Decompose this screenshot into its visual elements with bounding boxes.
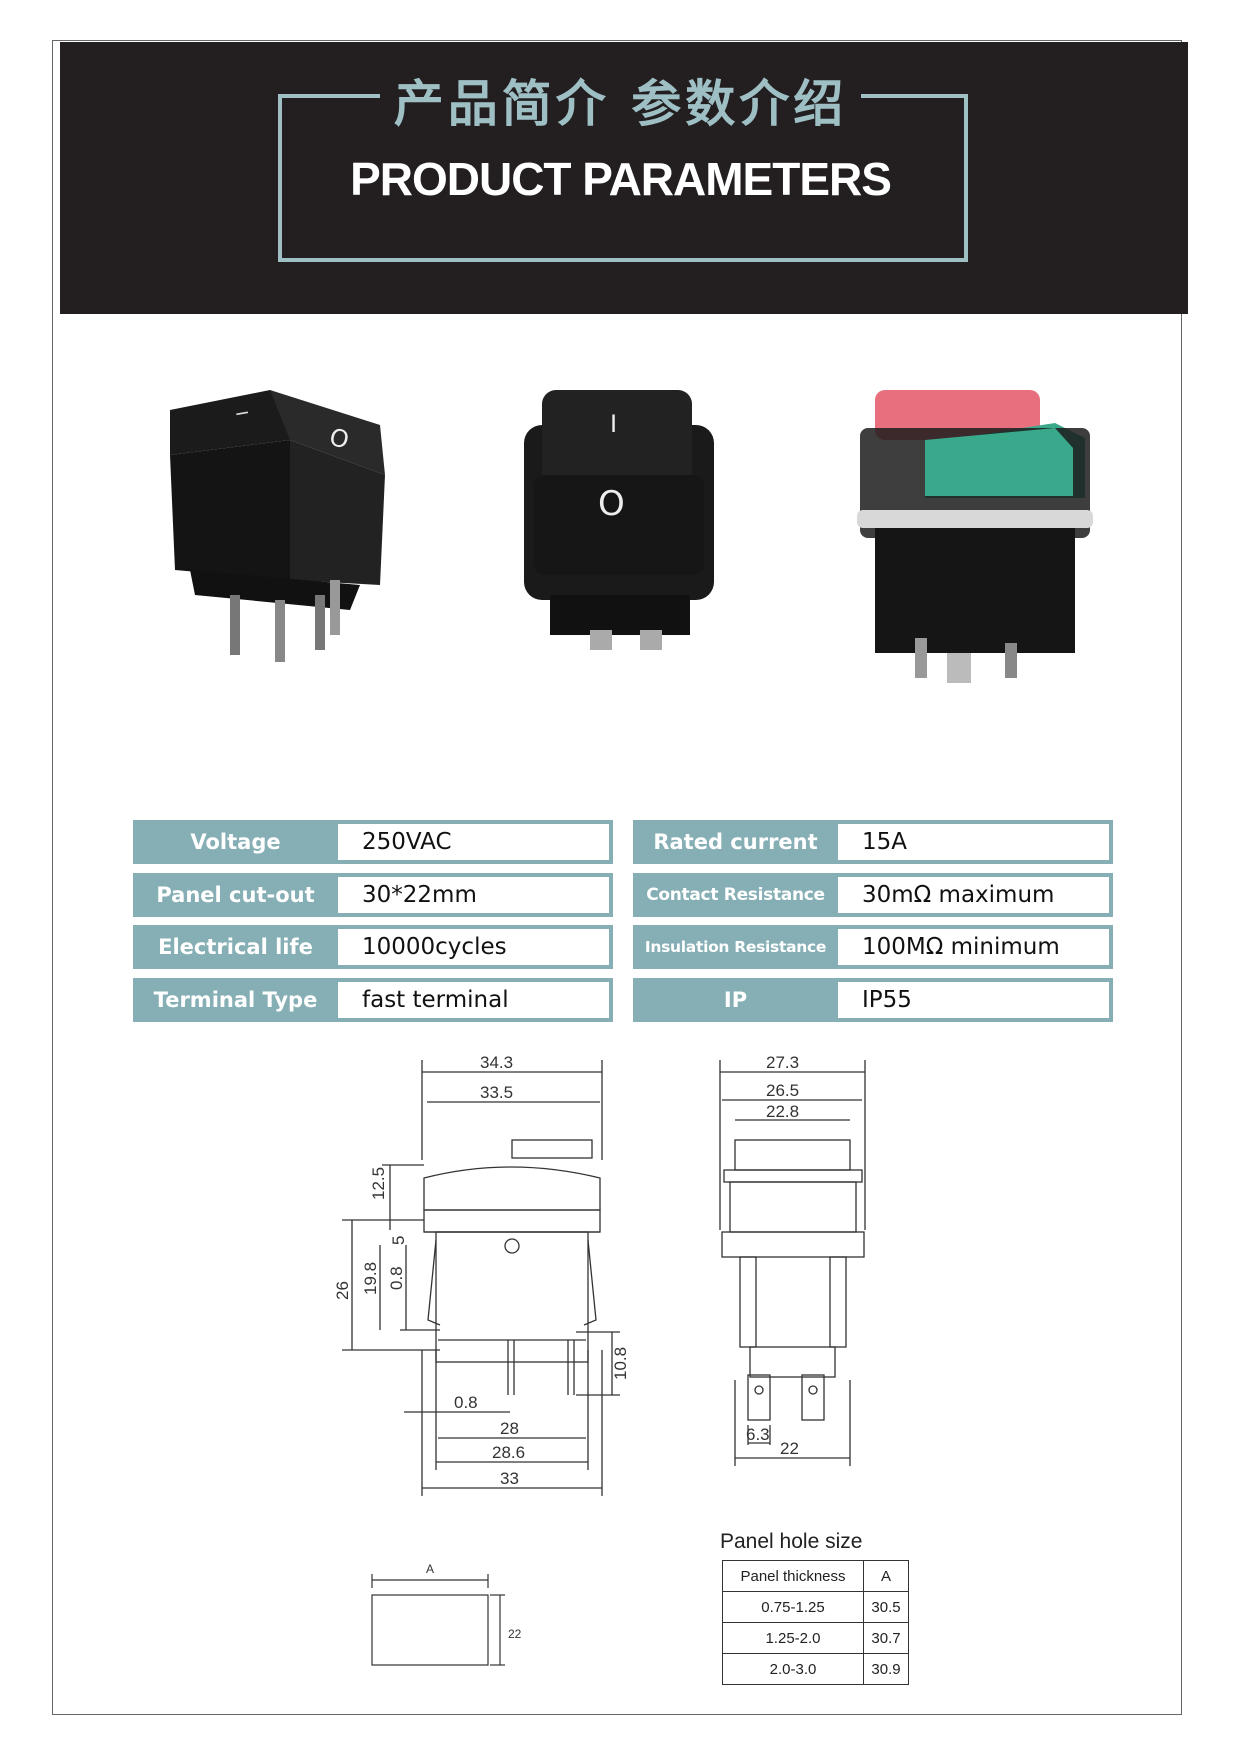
- table-header-row: Panel thickness A: [722, 1560, 909, 1592]
- spec-label: Electrical life: [133, 925, 338, 969]
- dim-label: 26: [333, 1281, 352, 1300]
- dim-label: 27.3: [766, 1053, 799, 1072]
- table-row: 0.75-1.25 30.5: [722, 1591, 909, 1623]
- spec-value: 10000cycles: [338, 925, 613, 969]
- spec-value: 30*22mm: [338, 873, 613, 917]
- table-cell: 2.0-3.0: [722, 1653, 864, 1685]
- dim-label: 26.5: [766, 1081, 799, 1100]
- dim-label: 12.5: [369, 1167, 388, 1200]
- spec-value: 100MΩ minimum: [838, 925, 1113, 969]
- product-photo-black-front: I O: [520, 385, 720, 670]
- table-cell: 30.9: [863, 1653, 909, 1685]
- dim-label: 28.6: [492, 1443, 525, 1462]
- dim-label: 5: [389, 1236, 408, 1245]
- spec-value: fast terminal: [338, 978, 613, 1022]
- dim-label: 22: [780, 1439, 799, 1458]
- dim-label: 33: [500, 1469, 519, 1488]
- dim-label: 22.8: [766, 1102, 799, 1121]
- spec-label: Rated current: [633, 820, 838, 864]
- dim-label: 33.5: [480, 1083, 513, 1102]
- dim-label: 34.3: [480, 1053, 513, 1072]
- table-cell: 30.7: [863, 1622, 909, 1654]
- spec-row-ip: IP IP55: [633, 978, 1113, 1022]
- page-frame: [52, 40, 1182, 1715]
- spec-value: IP55: [838, 978, 1113, 1022]
- dim-label: 0.8: [454, 1393, 478, 1412]
- spec-label: Panel cut-out: [133, 873, 338, 917]
- dim-label: 10.8: [611, 1347, 630, 1380]
- spec-value: 250VAC: [338, 820, 613, 864]
- dim-label: 0.8: [387, 1266, 406, 1290]
- product-photo-red-green: [855, 388, 1095, 688]
- table-row: 1.25-2.0 30.7: [722, 1622, 909, 1654]
- spec-row-electrical-life: Electrical life 10000cycles: [133, 925, 613, 969]
- side-view-drawing: 27.3 26.5 22.8 6.3 22: [719, 1053, 866, 1466]
- dim-label: 28: [500, 1419, 519, 1438]
- spec-label: Contact Resistance: [633, 873, 838, 917]
- table-header: A: [863, 1560, 909, 1592]
- spec-row-panel-cutout: Panel cut-out 30*22mm: [133, 873, 613, 917]
- spec-label: Terminal Type: [133, 978, 338, 1022]
- spec-label: IP: [633, 978, 838, 1022]
- spec-row-terminal-type: Terminal Type fast terminal: [133, 978, 613, 1022]
- dim-label: 6.3: [746, 1425, 770, 1444]
- title-english: PRODUCT PARAMETERS: [350, 153, 892, 205]
- panel-cutout-drawing: A 22: [371, 1562, 522, 1666]
- spec-row-contact-resistance: Contact Resistance 30mΩ maximum: [633, 873, 1113, 917]
- dim-label: 19.8: [361, 1262, 380, 1295]
- spec-label: Voltage: [133, 820, 338, 864]
- panel-hole-table: Panel thickness A 0.75-1.25 30.5 1.25-2.…: [722, 1560, 909, 1685]
- spec-value: 15A: [838, 820, 1113, 864]
- product-photo-black-angled: I O: [150, 380, 400, 690]
- front-view-drawing: 34.3 33.5 12.5 5 26 19.8 0.8 10.8 0.8 28…: [333, 1053, 630, 1496]
- spec-row-insulation-resistance: Insulation Resistance 100MΩ minimum: [633, 925, 1113, 969]
- table-header: Panel thickness: [722, 1560, 864, 1592]
- table-cell: 30.5: [863, 1591, 909, 1623]
- product-symbol-on: I: [610, 410, 617, 438]
- table-cell: 0.75-1.25: [722, 1591, 864, 1623]
- table-row: 2.0-3.0 30.9: [722, 1653, 909, 1685]
- spec-label: Insulation Resistance: [633, 925, 838, 969]
- cutout-height-label: 22: [508, 1627, 522, 1641]
- table-cell: 1.25-2.0: [722, 1622, 864, 1654]
- cutout-a-label: A: [426, 1562, 434, 1576]
- spec-row-voltage: Voltage 250VAC: [133, 820, 613, 864]
- spec-row-rated-current: Rated current 15A: [633, 820, 1113, 864]
- spec-value: 30mΩ maximum: [838, 873, 1113, 917]
- product-symbol-off: O: [598, 484, 625, 524]
- panel-hole-caption: Panel hole size: [720, 1530, 863, 1553]
- product-symbol-on: I: [232, 409, 252, 417]
